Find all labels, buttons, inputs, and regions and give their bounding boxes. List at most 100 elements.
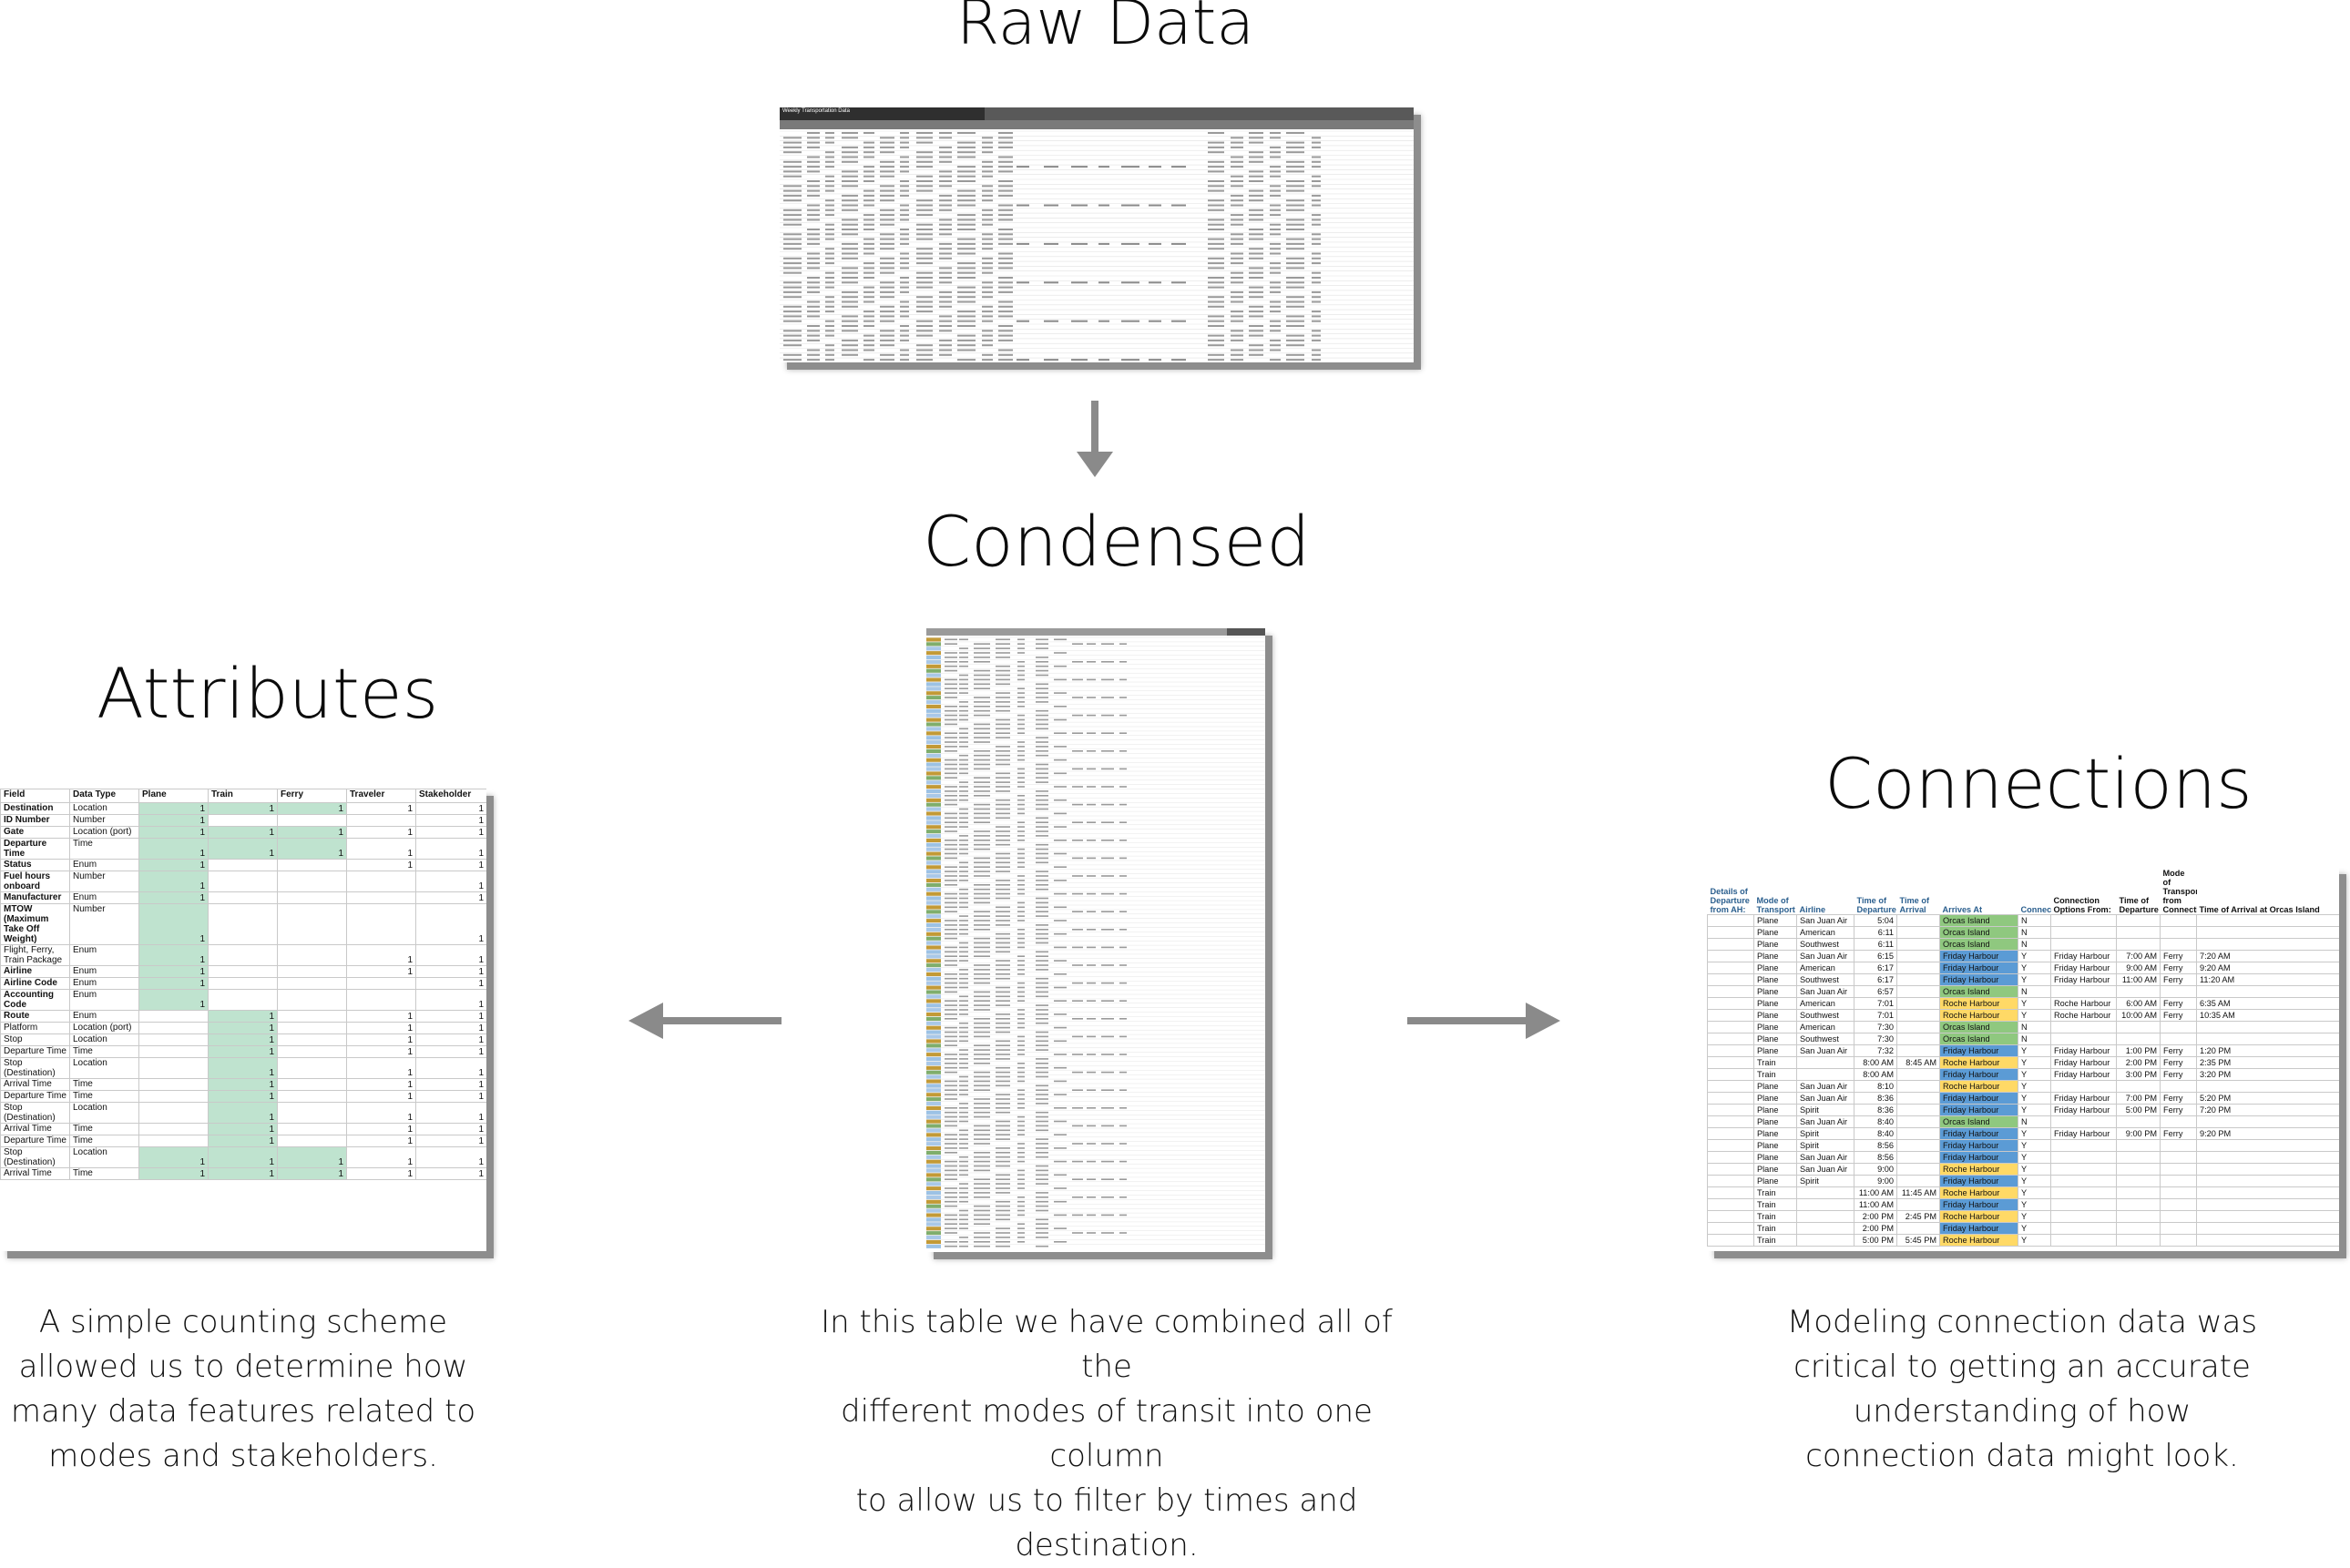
connections-cell: San Juan Air: [1796, 1115, 1854, 1128]
connections-cell: [2050, 1150, 2117, 1164]
attributes-cell-traveler: 1: [346, 1045, 416, 1058]
connections-cell: Plane: [1753, 1115, 1797, 1128]
connections-cell: [1707, 961, 1754, 974]
connections-cell: [1796, 1067, 1854, 1081]
connections-cell: Orcas Island: [1939, 937, 2018, 951]
connections-cell: 6:17: [1854, 972, 1897, 986]
connections-cell: Train: [1753, 1221, 1797, 1235]
attributes-cell-ferry: 1: [277, 1146, 347, 1168]
connections-cell: Friday Harbour: [2050, 1126, 2117, 1140]
connections-cell: Plane: [1753, 1091, 1797, 1105]
connections-cell: Plane: [1753, 1008, 1797, 1022]
attributes-cell-train: [208, 944, 278, 966]
connections-cell: [2196, 1115, 2339, 1128]
attributes-cell-stakeholder: 1: [415, 891, 486, 904]
connections-cell: [2050, 1209, 2117, 1223]
connections-cell: Plane: [1753, 913, 1797, 927]
attributes-cell-traveler: 1: [346, 1123, 416, 1135]
connections-cell: 7:00 PM: [2116, 1091, 2161, 1105]
connections-cell: [2196, 1138, 2339, 1152]
connections-cell: [2196, 1150, 2339, 1164]
connections-table: Details of Departure from AH:Mode of Tra…: [1707, 867, 2339, 1247]
connections-header-cell: Time of Departure: [1854, 867, 1897, 915]
connections-cell: Friday Harbour: [1939, 1138, 2018, 1152]
connections-cell: [2050, 1032, 2117, 1045]
attributes-cell-traveler: 1: [346, 1078, 416, 1091]
attributes-cell-plane: 1: [138, 859, 209, 871]
connections-cell: Friday Harbour: [2050, 1044, 2117, 1057]
connections-cell: Train: [1753, 1233, 1797, 1247]
attributes-cell-plane: 1: [138, 891, 209, 904]
connections-cell: [2116, 1138, 2161, 1152]
arrow-left: [628, 1003, 782, 1039]
attributes-cell-plane: 1: [138, 838, 209, 860]
attributes-cell-field: Stop (Destination): [0, 1146, 70, 1168]
attributes-cell-traveler: [346, 871, 416, 892]
connections-cell: Train: [1753, 1067, 1797, 1081]
connections-cell: Southwest: [1796, 1008, 1854, 1022]
connections-cell: 7:20 AM: [2196, 949, 2339, 962]
connections-cell: Y: [2018, 1055, 2051, 1069]
connections-cell: [2160, 1138, 2197, 1152]
attributes-cell-plane: 1: [138, 944, 209, 966]
connections-cell: San Juan Air: [1796, 1044, 1854, 1057]
connections-cell: [1896, 1067, 1940, 1081]
connections-cell: American: [1796, 1020, 1854, 1033]
connections-cell: [2196, 937, 2339, 951]
attributes-cell-field: MTOW (Maximum Take Off Weight): [0, 903, 70, 945]
attributes-cell-type: Enum: [69, 1010, 139, 1023]
attributes-cell-ferry: [277, 1045, 347, 1058]
attributes-cell-plane: 1: [138, 814, 209, 827]
connections-cell: Plane: [1753, 1020, 1797, 1033]
connections-cell: 7:20 PM: [2196, 1103, 2339, 1116]
connections-cell: [1707, 984, 1754, 998]
attributes-cell-field: Status: [0, 859, 70, 871]
attributes-cell-traveler: 1: [346, 1167, 416, 1180]
connections-cell: [2196, 984, 2339, 998]
connections-cell: [2160, 937, 2197, 951]
connections-cell: 6:11: [1854, 925, 1897, 939]
connections-cell: [2160, 1186, 2197, 1199]
connections-cell: [2160, 1209, 2197, 1223]
attributes-cell-ferry: [277, 1057, 347, 1079]
connections-cell: 11:00 AM: [2116, 972, 2161, 986]
connections-cell: 8:10: [1854, 1079, 1897, 1093]
connections-cell: Ferry: [2160, 1044, 2197, 1057]
connections-cell: 6:11: [1854, 937, 1897, 951]
connections-cell: 6:35 AM: [2196, 996, 2339, 1010]
connections-cell: [1796, 1186, 1854, 1199]
connections-header-cell: Mode of Transport: [1753, 867, 1797, 915]
connections-cell: [1707, 1103, 1754, 1116]
attributes-cell-ferry: [277, 891, 347, 904]
attributes-header-cell: Data Type: [69, 789, 139, 803]
connections-cell: Roche Harbour: [2050, 1008, 2117, 1022]
connections-cell: Plane: [1753, 925, 1797, 939]
connections-cell: Y: [2018, 1209, 2051, 1223]
attributes-cell-field: Departure Time: [0, 838, 70, 860]
connections-cell: Ferry: [2160, 1055, 2197, 1069]
connections-cell: San Juan Air: [1796, 984, 1854, 998]
connections-cell: 10:00 AM: [2116, 1008, 2161, 1022]
attributes-header-cell: Ferry: [277, 789, 347, 803]
connections-cell: [2160, 1115, 2197, 1128]
connections-cell: 6:17: [1854, 961, 1897, 974]
attributes-cell-type: Time: [69, 1078, 139, 1091]
connections-cell: 2:45 PM: [1896, 1209, 1940, 1223]
connections-cell: N: [2018, 1020, 2051, 1033]
attributes-header-cell: Stakeholder: [415, 789, 486, 803]
attributes-cell-ferry: [277, 965, 347, 978]
connections-cell: Friday Harbour: [1939, 1091, 2018, 1105]
connections-cell: American: [1796, 996, 1854, 1010]
connections-cell: Y: [2018, 996, 2051, 1010]
connections-cell: [1707, 1044, 1754, 1057]
attributes-cell-field: Arrival Time: [0, 1167, 70, 1180]
connections-cell: Y: [2018, 1044, 2051, 1057]
